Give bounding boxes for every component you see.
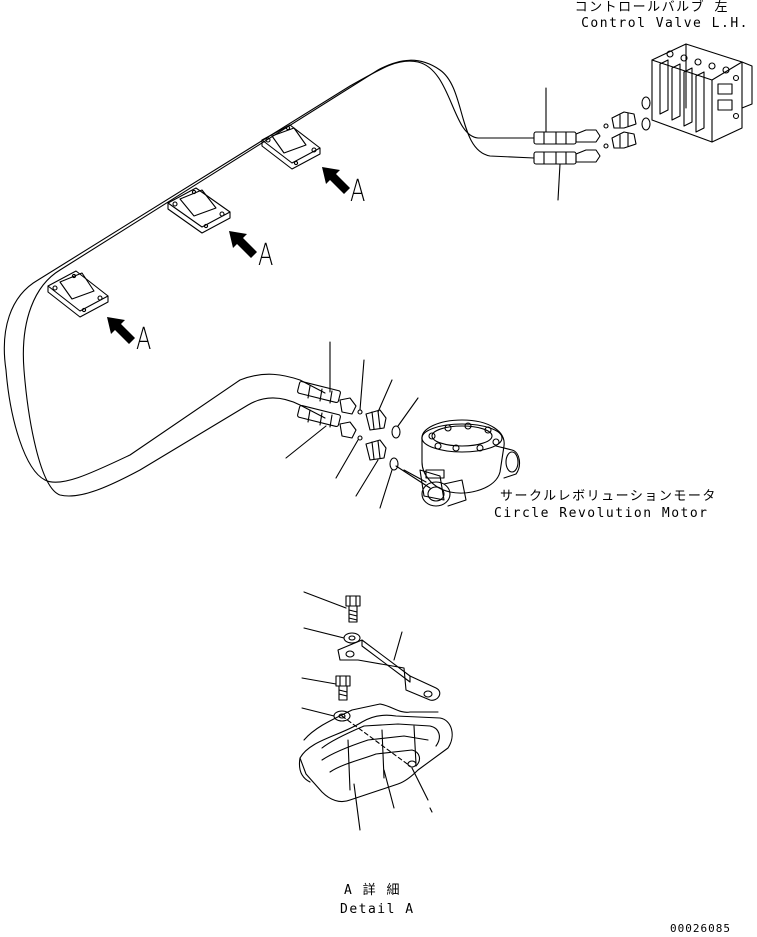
motor-side-fittings xyxy=(286,342,430,508)
hose-lower xyxy=(23,60,534,496)
view-arrow-a-upper xyxy=(322,167,350,194)
detail-a-view xyxy=(299,592,452,830)
hose-assembly xyxy=(4,60,534,496)
control-valve-label-en: Control Valve L.H. xyxy=(581,16,749,31)
control-valve-label-jp: コントロールバルブ 左 xyxy=(574,0,729,15)
circle-revolution-motor xyxy=(404,420,519,506)
view-marker-a-upper: A xyxy=(350,174,366,209)
clamp-upper xyxy=(262,125,320,169)
view-marker-a-lower: A xyxy=(136,322,152,357)
motor-label-jp: サークルレボリューションモータ xyxy=(500,489,717,504)
view-arrow-a-middle xyxy=(229,231,257,258)
view-arrow-a-lower xyxy=(107,317,135,344)
drawing-number: 00026085 xyxy=(670,922,731,935)
clamp-lower xyxy=(48,271,108,317)
motor-label-en: Circle Revolution Motor xyxy=(494,506,709,521)
control-valve-lh xyxy=(652,44,752,142)
detail-title-jp: A 詳 細 xyxy=(344,883,401,898)
clamp-middle xyxy=(168,188,230,233)
view-marker-a-middle: A xyxy=(258,238,274,273)
valve-side-fittings xyxy=(534,88,650,200)
hose-upper xyxy=(4,61,534,482)
detail-title-en: Detail A xyxy=(340,902,415,917)
